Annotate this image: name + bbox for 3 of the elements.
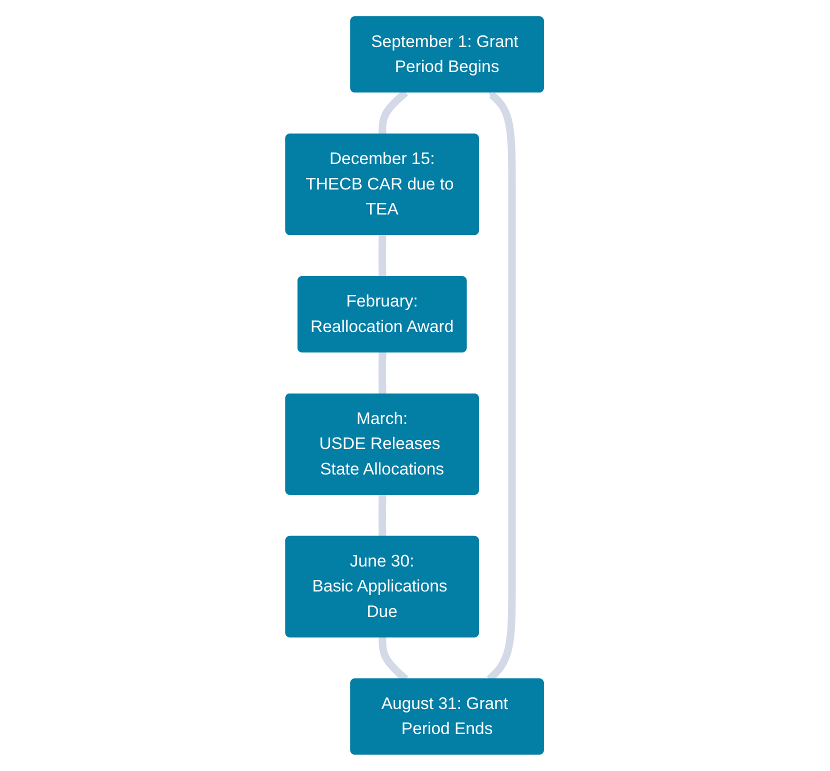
connector <box>378 494 387 537</box>
connector <box>378 352 387 395</box>
connector <box>378 234 387 278</box>
